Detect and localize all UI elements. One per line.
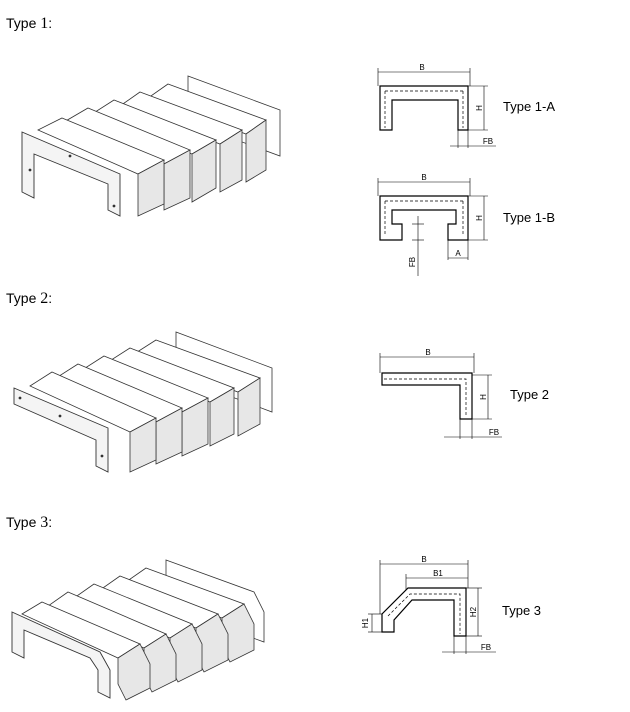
- dim-fb-label: FB: [483, 137, 493, 146]
- profile-type-2-drawing: B H FB: [379, 348, 502, 439]
- bellows-type-1-drawing: [21, 75, 281, 217]
- dim-h1-label: H1: [361, 617, 370, 628]
- dim-fb-label: FB: [481, 643, 491, 652]
- dim-fb-label: FB: [408, 257, 417, 267]
- section-label-type-3: Type 3:: [6, 514, 52, 531]
- section-number: 2: [40, 290, 49, 307]
- profile-type-1a-label: Type 1-A: [503, 99, 556, 114]
- section-prefix: Type: [6, 514, 41, 530]
- section-prefix: Type: [6, 15, 41, 31]
- profile-type-3-drawing: B B1 H1 H2 FB: [361, 555, 496, 654]
- section-label-type-2: Type 2:: [6, 290, 52, 307]
- profile-type-1b-drawing: B H FB A: [377, 173, 488, 276]
- dim-b-label: B: [419, 63, 424, 72]
- dim-b-label: B: [421, 173, 426, 182]
- dim-h-label: H: [475, 215, 484, 221]
- profile-type-1b-label: Type 1-B: [503, 210, 556, 225]
- section-number: 3: [40, 514, 49, 531]
- section-prefix: Type: [6, 290, 41, 306]
- dim-b1-label: B1: [433, 569, 443, 578]
- dim-h-label: H: [475, 105, 484, 111]
- profile-type-3-label: Type 3: [502, 603, 542, 618]
- dim-b-label: B: [425, 348, 430, 357]
- section-suffix: :: [48, 15, 53, 31]
- dim-h2-label: H2: [469, 606, 478, 617]
- dim-a-label: A: [455, 249, 461, 258]
- profile-type-1a-drawing: B H FB: [377, 63, 496, 148]
- bellows-front-frame: [13, 387, 109, 473]
- profile-type-2-label: Type 2: [510, 387, 550, 402]
- section-number: 1: [40, 15, 49, 32]
- section-label-type-1: Type 1:: [6, 15, 52, 32]
- dim-b-label: B: [421, 555, 426, 564]
- dim-fb-label: FB: [489, 428, 499, 437]
- bellows-front-frame: [21, 131, 121, 217]
- bellows-type-2-drawing: [13, 331, 273, 473]
- dim-h-label: H: [479, 394, 488, 400]
- bellows-folds: [29, 331, 273, 473]
- section-suffix: :: [48, 514, 53, 530]
- bellows-type-3-drawing: [11, 559, 265, 701]
- bellows-folds: [37, 75, 281, 217]
- bellows-front-frame: [11, 611, 111, 699]
- section-suffix: :: [48, 290, 53, 306]
- bellows-folds: [21, 559, 265, 701]
